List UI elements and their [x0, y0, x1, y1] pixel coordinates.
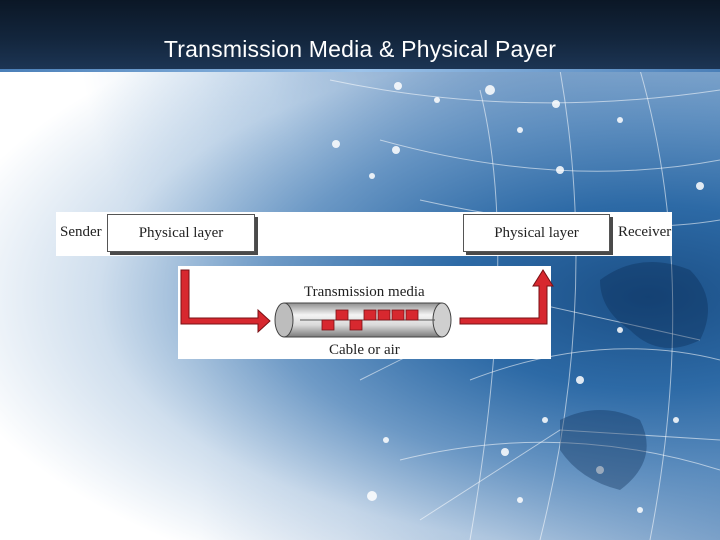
cable-or-air-label: Cable or air: [329, 342, 400, 358]
signal-bit: [335, 309, 349, 321]
transmission-media-label: Transmission media: [304, 284, 425, 300]
signal-bit: [391, 309, 405, 321]
signal-bit: [405, 309, 419, 321]
receiver-label: Receiver: [618, 224, 672, 240]
signal-bit: [363, 309, 377, 321]
transmission-media-cable: [274, 302, 452, 338]
slide-title: Transmission Media & Physical Payer: [163, 36, 557, 62]
sender-physical-layer-label: Physical layer: [138, 224, 224, 241]
media-to-receiver-arrow: [459, 269, 554, 325]
title-bar: Transmission Media & Physical Payer: [0, 0, 720, 72]
signal-bit: [349, 319, 363, 331]
receiver-physical-layer-box: Physical layer: [463, 214, 610, 252]
sender-to-media-arrow: [180, 269, 271, 334]
sender-physical-layer-box: Physical layer: [107, 214, 255, 252]
signal-waveform: [321, 309, 419, 331]
signal-bit: [377, 309, 391, 321]
signal-bit: [321, 319, 335, 331]
receiver-physical-layer-label: Physical layer: [494, 224, 579, 241]
sender-label: Sender: [60, 224, 102, 240]
